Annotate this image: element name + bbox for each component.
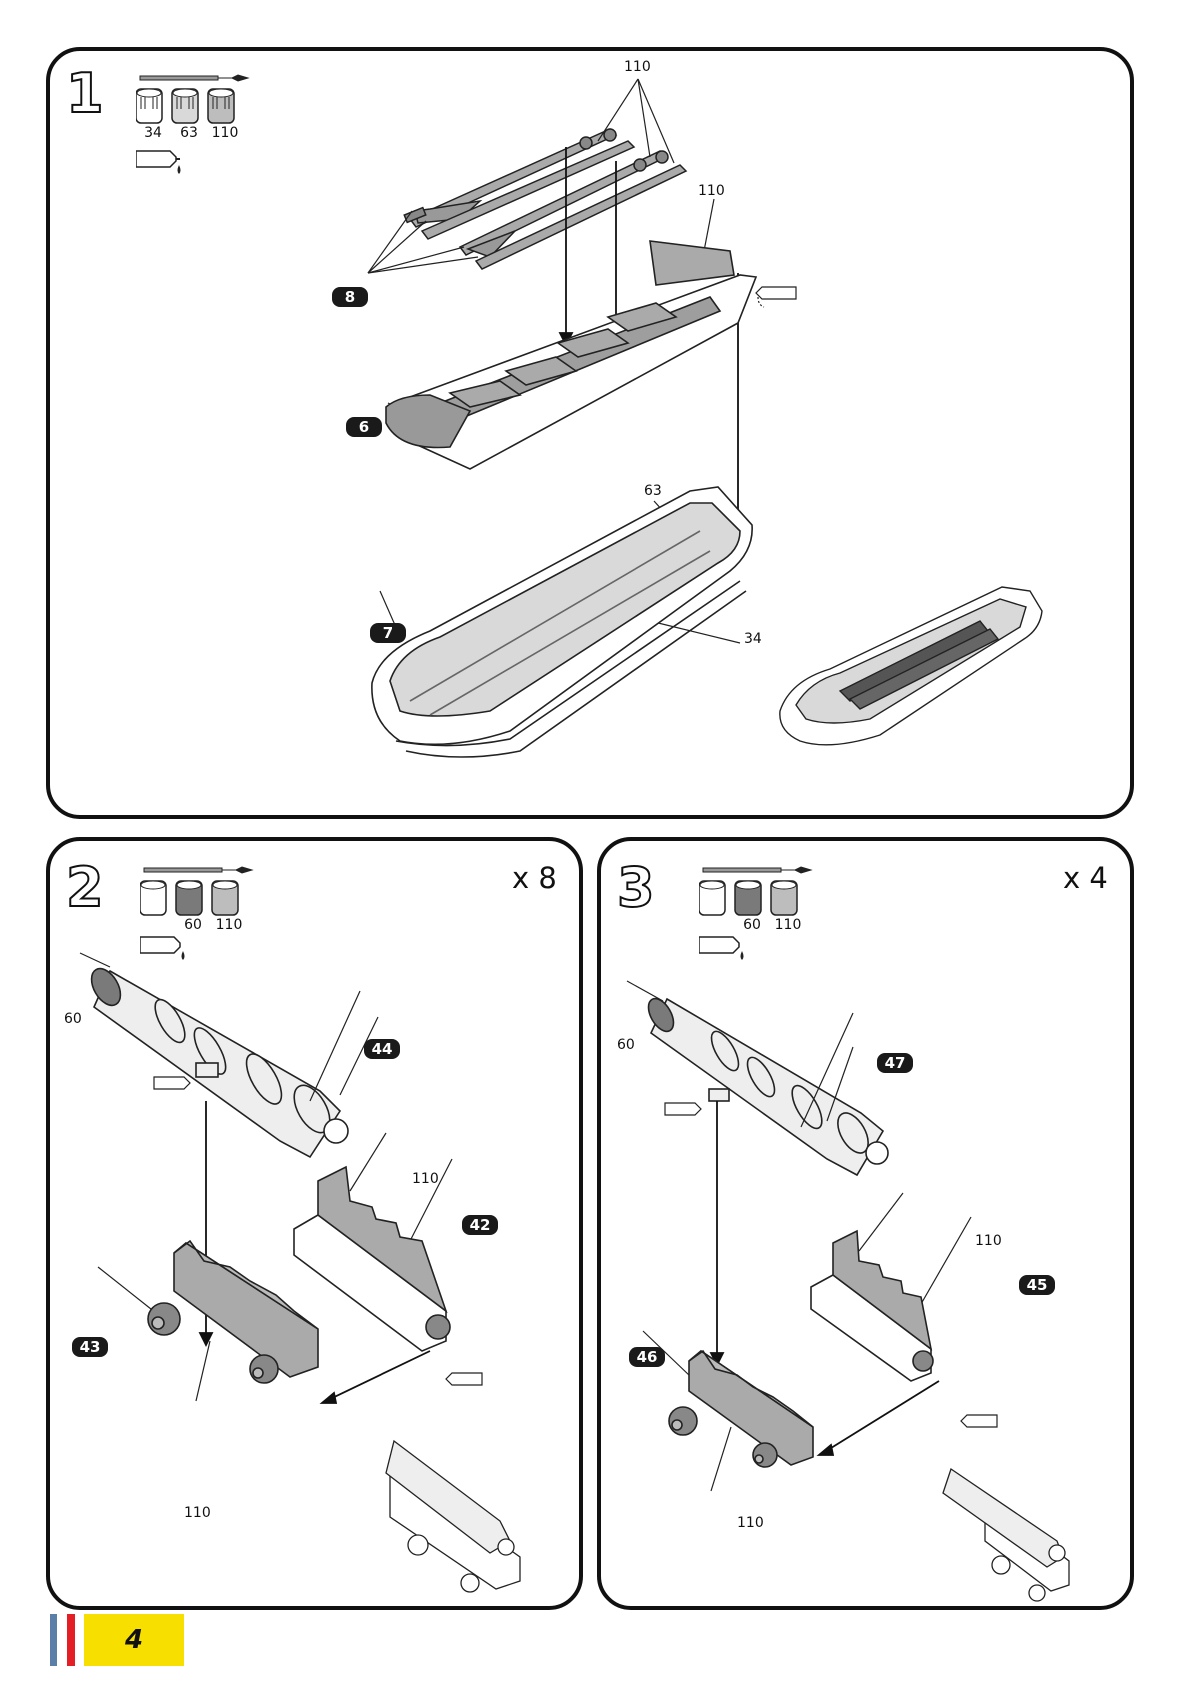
thwart-frame-illustration (386, 241, 756, 469)
step-3-illustration (601, 841, 1130, 1606)
paint-callout: 110 (698, 183, 725, 199)
part-tag: 7 (370, 623, 406, 643)
paint-callout: 60 (617, 1037, 635, 1053)
finished-cannon-preview (386, 1441, 520, 1592)
step-3-panel: 3 x 4 60 110 (597, 837, 1134, 1610)
cannon-carriage-illustration (669, 1351, 813, 1467)
cannon-bracket-illustration (294, 1167, 450, 1351)
finished-cannon-preview (943, 1469, 1069, 1601)
cannon-barrel-illustration (643, 994, 888, 1175)
paint-callout: 110 (624, 59, 651, 75)
oars-illustration (404, 129, 686, 269)
page-number-bar: 4 (50, 1614, 184, 1666)
hull-illustration (372, 487, 752, 757)
glue-tube-icon (756, 287, 796, 307)
part-tag: 43 (72, 1337, 108, 1357)
paint-callout: 110 (412, 1171, 439, 1187)
part-tag: 44 (364, 1039, 400, 1059)
step-1-illustration (50, 51, 1130, 815)
step-2-illustration (50, 841, 579, 1606)
paint-callout: 63 (644, 483, 662, 499)
paint-callout: 60 (64, 1011, 82, 1027)
step-1-panel: 1 34 63 110 (46, 47, 1134, 819)
cannon-bracket-illustration (811, 1231, 933, 1381)
paint-callout: 110 (737, 1515, 764, 1531)
cannon-barrel-illustration (86, 964, 348, 1157)
accent-stripe-blue (50, 1614, 57, 1666)
step-2-panel: 2 x 8 60 110 (46, 837, 583, 1610)
cannon-carriage-illustration (148, 1241, 318, 1383)
paint-callout: 34 (744, 631, 762, 647)
accent-stripe-red (67, 1614, 75, 1666)
part-tag: 6 (346, 417, 382, 437)
part-tag: 42 (462, 1215, 498, 1235)
page-number: 4 (84, 1614, 184, 1666)
finished-boat-preview (780, 587, 1042, 745)
part-tag: 8 (332, 287, 368, 307)
part-tag: 45 (1019, 1275, 1055, 1295)
part-tag: 47 (877, 1053, 913, 1073)
paint-callout: 110 (184, 1505, 211, 1521)
part-tag: 46 (629, 1347, 665, 1367)
paint-callout: 110 (975, 1233, 1002, 1249)
